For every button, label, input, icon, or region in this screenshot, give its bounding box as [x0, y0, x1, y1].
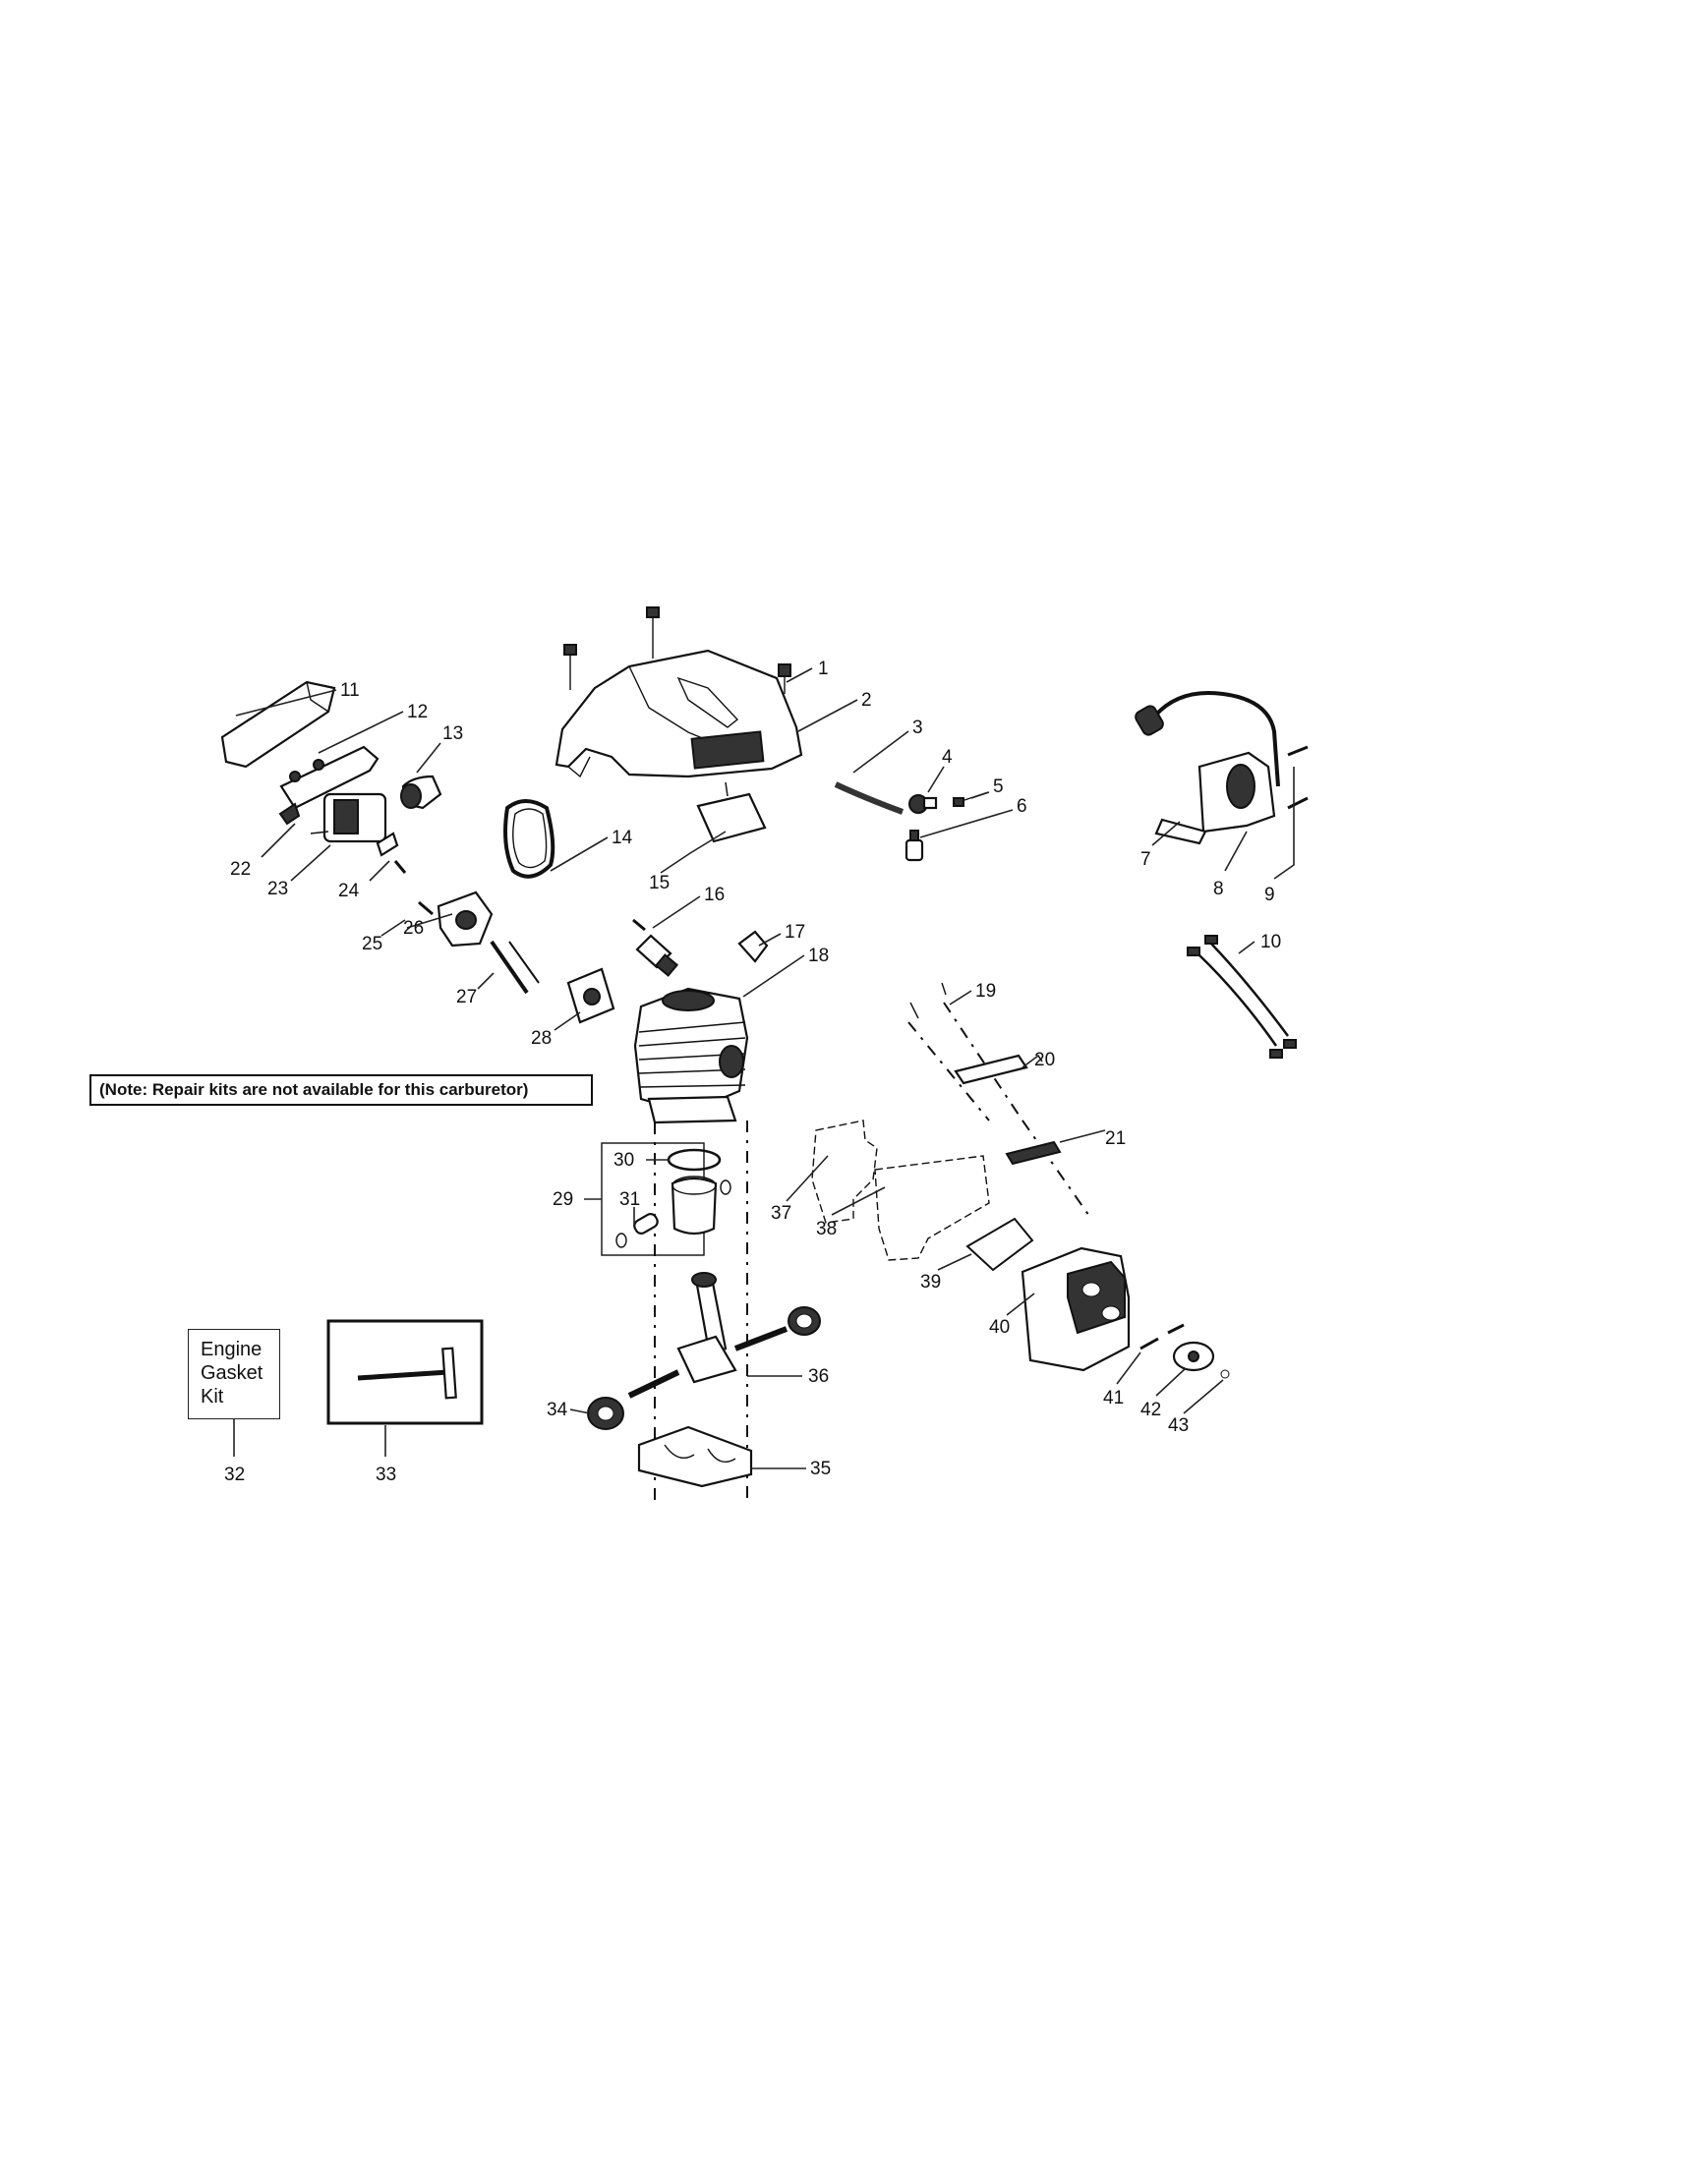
callout-2: 2	[861, 690, 872, 711]
callout-11: 11	[340, 680, 360, 701]
callout-13: 13	[442, 723, 463, 744]
callout-38: 38	[816, 1219, 837, 1239]
callout-9: 9	[1264, 885, 1275, 905]
engine-cover	[555, 649, 803, 778]
callout-18: 18	[808, 946, 829, 966]
leader-lines	[233, 667, 1295, 1469]
engine-gasket-kit-box: Engine Gasket Kit	[188, 1329, 280, 1419]
callout-20: 20	[1034, 1050, 1055, 1070]
callout-10: 10	[1260, 932, 1281, 952]
callout-23: 23	[267, 879, 288, 899]
callout-27: 27	[456, 987, 477, 1007]
callout-6: 6	[1017, 796, 1027, 817]
callout-24: 24	[338, 881, 360, 901]
carburetor-icon	[220, 680, 442, 857]
callout-40: 40	[989, 1317, 1010, 1338]
callout-30: 30	[613, 1150, 634, 1171]
callout-4: 4	[942, 747, 953, 768]
spark-plug-icon	[632, 918, 769, 977]
callout-37: 37	[771, 1203, 791, 1224]
callout-14: 14	[612, 828, 633, 848]
carburetor-note: (Note: Repair kits are not available for…	[89, 1074, 593, 1106]
ignition-coil-icon	[1135, 691, 1309, 845]
crankcase	[637, 1425, 753, 1488]
bolt-icon	[563, 606, 791, 694]
intake-boot	[503, 799, 555, 879]
callout-41: 41	[1103, 1388, 1124, 1408]
callout-43: 43	[1168, 1415, 1189, 1436]
callout-15: 15	[649, 873, 670, 893]
callout-32: 32	[224, 1465, 245, 1485]
crankshaft-icon	[587, 1272, 821, 1430]
callout-labels: 1 2 3 4 5 6 7 8 9 10 11 12 13 14 15 16 1…	[224, 659, 1281, 1485]
kit-line-1: Engine	[201, 1339, 263, 1360]
callout-3: 3	[912, 718, 923, 738]
callout-42: 42	[1140, 1400, 1161, 1420]
ignition-wire	[1187, 935, 1297, 1059]
callout-39: 39	[920, 1272, 941, 1293]
intake-parts	[393, 860, 615, 1024]
cover-assembly	[555, 606, 803, 843]
kit-line-2: Gasket	[201, 1362, 263, 1384]
callout-7: 7	[1140, 849, 1151, 870]
callout-21: 21	[1105, 1128, 1126, 1149]
callout-26: 26	[403, 918, 424, 939]
callout-16: 16	[704, 885, 725, 905]
callout-17: 17	[785, 922, 805, 943]
callout-28: 28	[531, 1028, 552, 1049]
decal	[696, 792, 767, 843]
muffler-icon	[811, 982, 1230, 1379]
t-wrench-icon	[326, 1319, 484, 1425]
cylinder-icon	[633, 987, 749, 1124]
callout-31: 31	[619, 1189, 640, 1210]
callout-8: 8	[1213, 879, 1224, 899]
callout-1: 1	[818, 659, 829, 679]
small-parts-top	[834, 781, 989, 862]
kit-line-3: Kit	[201, 1386, 224, 1408]
callout-12: 12	[407, 702, 428, 722]
callout-22: 22	[230, 859, 251, 880]
callout-25: 25	[362, 934, 382, 954]
callout-33: 33	[376, 1465, 396, 1485]
callout-29: 29	[553, 1189, 573, 1210]
callout-35: 35	[810, 1459, 831, 1479]
callout-34: 34	[547, 1400, 568, 1420]
callout-5: 5	[993, 776, 1004, 797]
callout-36: 36	[808, 1366, 829, 1387]
callout-19: 19	[975, 981, 996, 1002]
